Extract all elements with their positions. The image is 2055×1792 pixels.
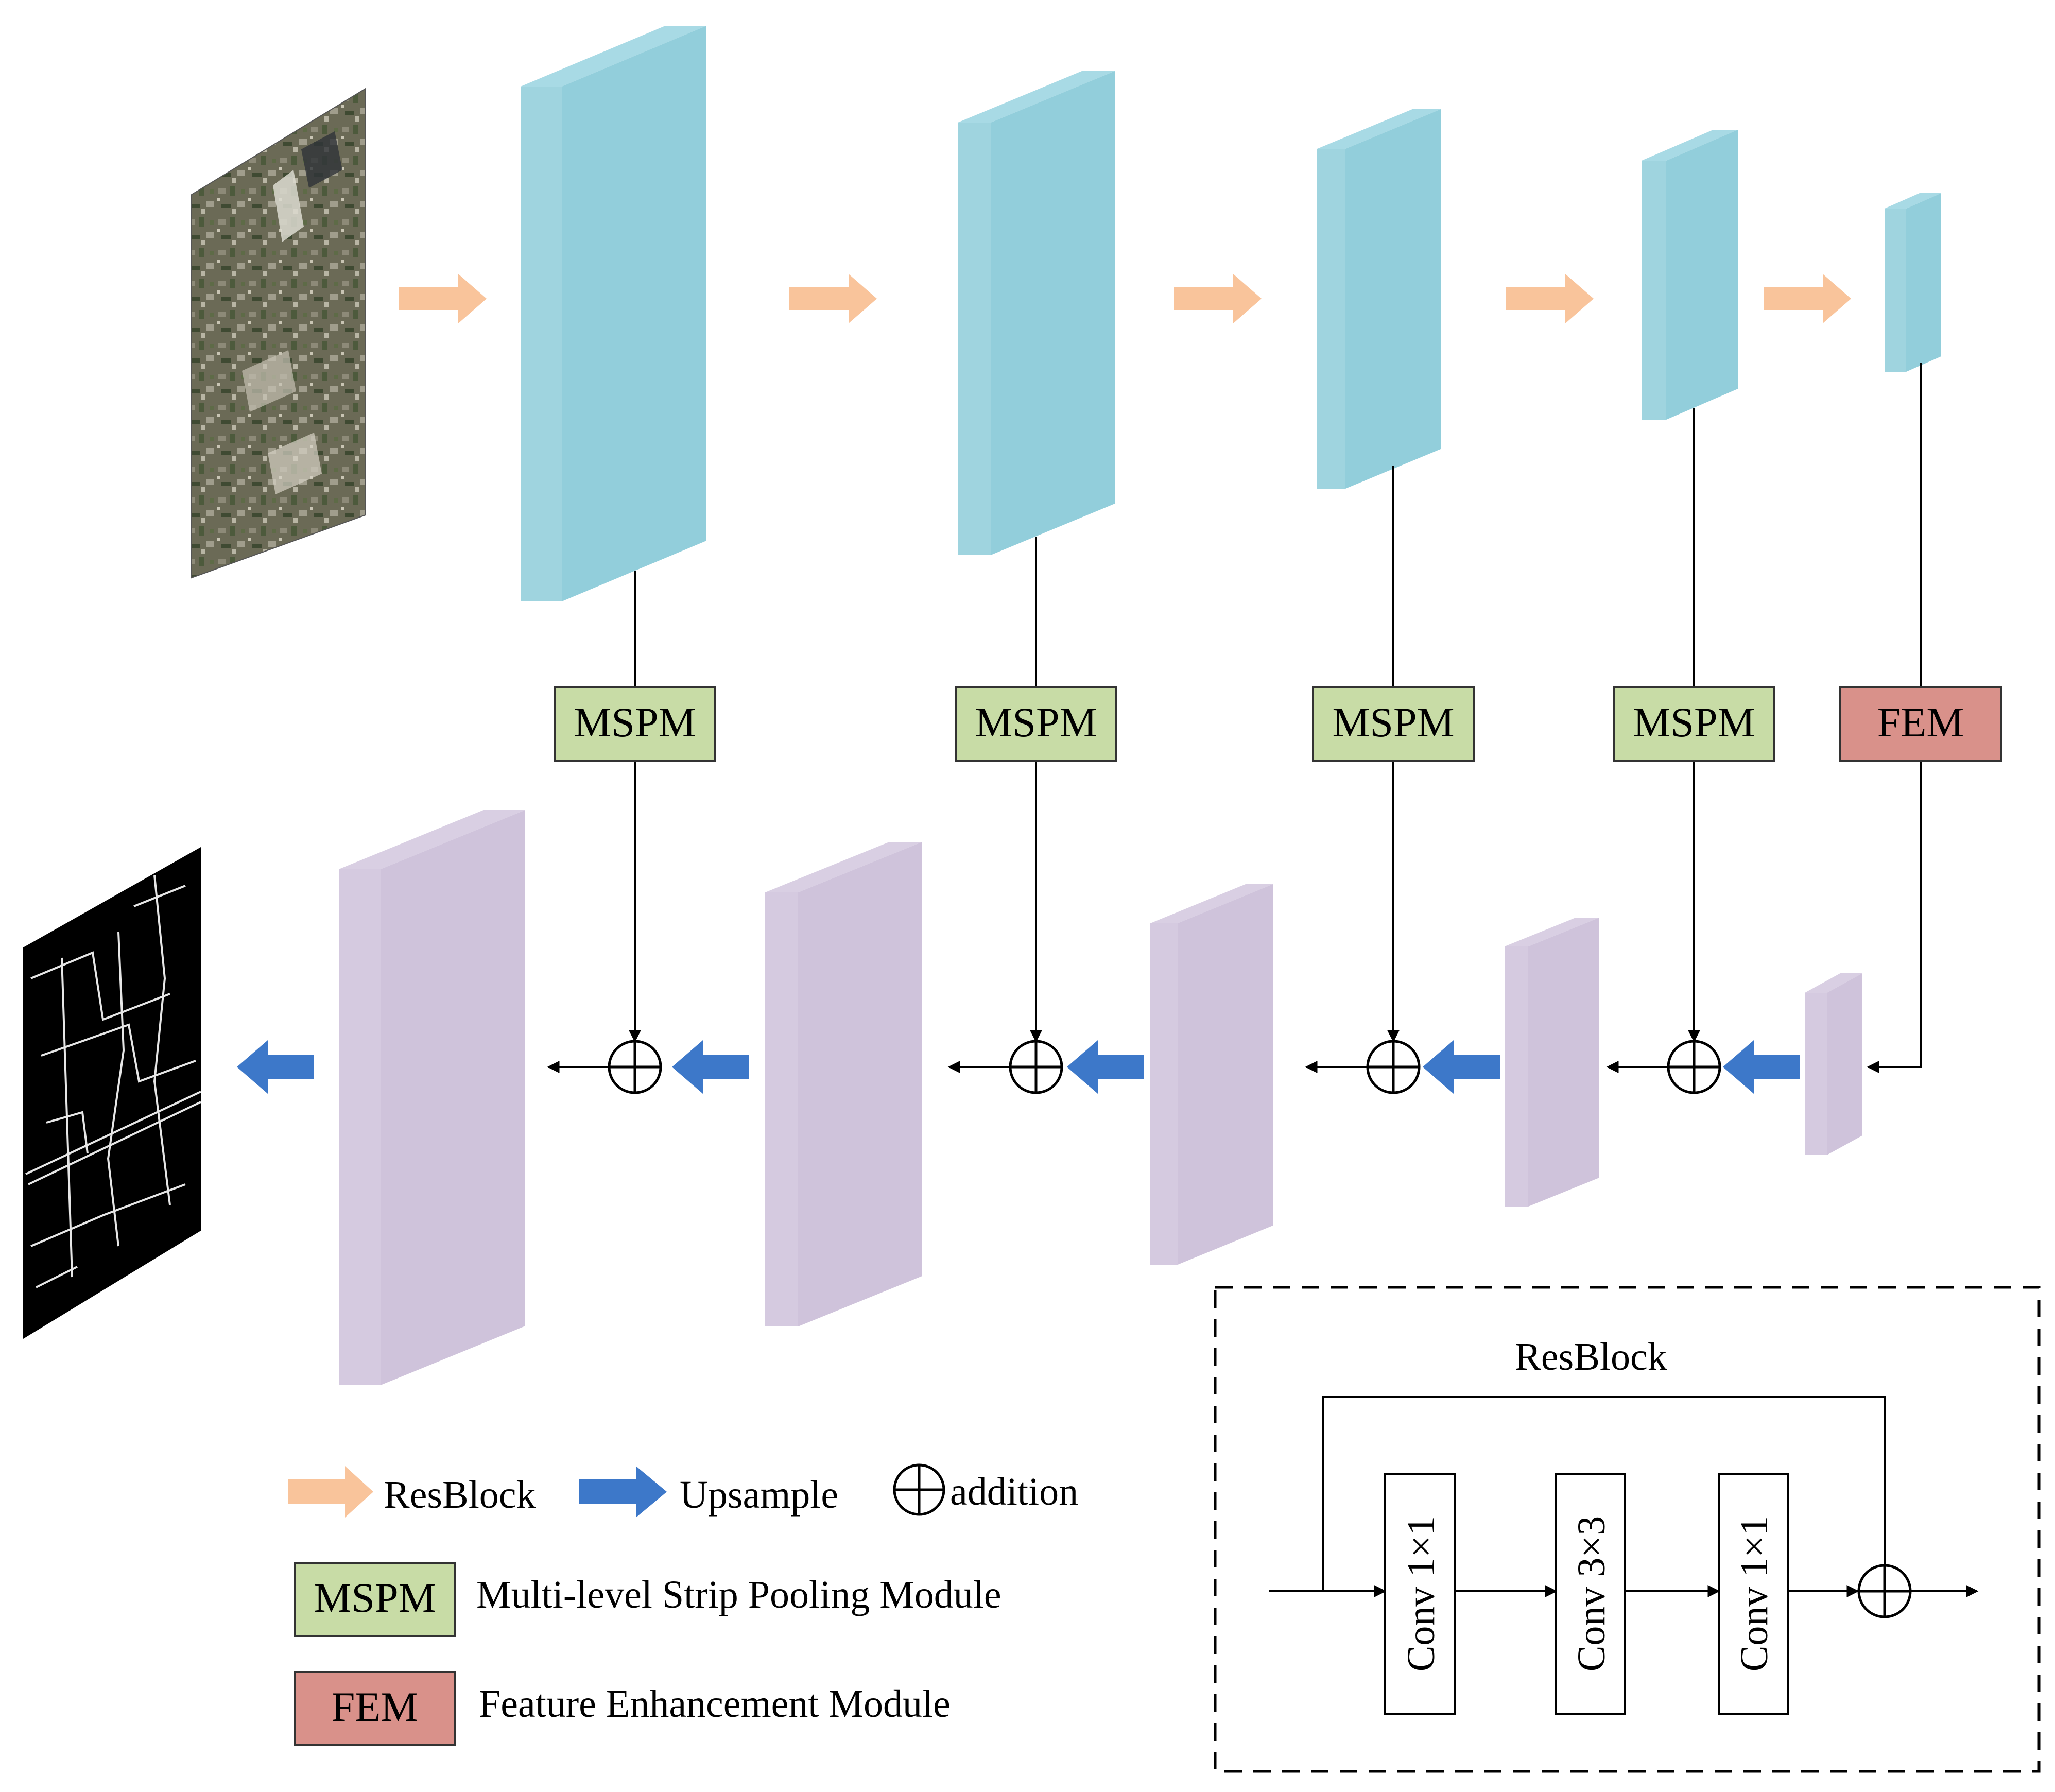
decoder-feature-map-3 [1150,884,1273,1265]
addition-nodes [608,1040,1721,1094]
legend-fem-abbr: FEM [332,1683,419,1730]
addition-icon-3 [1366,1040,1421,1094]
legend: ResBlock Upsample addition MSPM Multi-le… [288,1463,1078,1746]
input-satellite-image [191,88,366,579]
conv-box-2: Conv 3×3 [1555,1473,1626,1715]
resblock-addition-icon [1857,1564,1912,1618]
resblock-arrow-2 [789,274,877,323]
decoder-feature-map-1 [339,810,525,1385]
resblock-arrow-3 [1174,274,1262,323]
mspm-label-2: MSPM [975,699,1097,746]
encoder-feature-map-4 [1642,130,1738,420]
legend-mspm-abbr: MSPM [314,1574,436,1621]
legend-addition-label: addition [950,1470,1078,1513]
resblock-detail-title: ResBlock [1515,1335,1667,1379]
encoder-feature-map-1 [521,26,706,601]
encoder-feature-map-3 [1317,109,1441,489]
legend-mspm-full: Multi-level Strip Pooling Module [476,1573,1001,1616]
legend-mspm-box [294,1562,456,1637]
mspm-label-1: MSPM [574,699,696,746]
legend-fem-box [294,1671,456,1746]
legend-resblock-label: ResBlock [384,1473,536,1517]
resblock-arrows [399,274,1851,323]
mspm-box-4: MSPM [1613,686,1775,762]
upsample-arrow-2 [672,1040,749,1094]
conv-label-3: Conv 1×1 [1733,1516,1776,1672]
fem-box: FEM [1839,686,2002,762]
upsample-arrow-4 [1423,1040,1500,1094]
legend-upsample-label: Upsample [680,1473,838,1517]
resblock-arrow-5 [1764,274,1851,323]
mspm-box-3: MSPM [1312,686,1475,762]
mspm-box-1: MSPM [554,686,716,762]
mspm-label-3: MSPM [1332,699,1454,746]
conv-label-1: Conv 1×1 [1400,1516,1443,1672]
decoder-feature-map-4 [1505,918,1599,1207]
resblock-arrow-4 [1506,274,1594,323]
upsample-arrow-1 [237,1040,314,1094]
upsample-arrows [237,1040,1800,1094]
output-road-mask [23,847,201,1339]
resblock-arrow-1 [399,274,487,323]
fem-label: FEM [1877,699,1964,746]
encoder-feature-map-5 [1885,193,1941,372]
mspm-label-4: MSPM [1633,699,1755,746]
addition-icon-1 [608,1040,662,1094]
upsample-arrow-5 [1723,1040,1800,1094]
legend-upsample-arrow [579,1466,667,1518]
addition-icon-4 [1667,1040,1721,1094]
legend-resblock-arrow [288,1466,373,1518]
conv-box-1: Conv 1×1 [1384,1473,1456,1715]
resblock-detail: ResBlock Conv 1×1 Conv 3×3 Conv 1×1 [1214,1286,2041,1773]
encoder-feature-map-2 [958,71,1115,555]
conv-box-3: Conv 1×1 [1718,1473,1789,1715]
resblock-dashed-border [1214,1286,2041,1773]
skip-connections [629,363,1922,1073]
mspm-box-2: MSPM [955,686,1117,762]
legend-addition-icon [893,1463,945,1516]
addition-icon-2 [1009,1040,1063,1094]
upsample-arrow-3 [1067,1040,1144,1094]
legend-fem-full: Feature Enhancement Module [479,1682,951,1726]
decoder-feature-map-5 [1805,973,1862,1155]
decoder-feature-map-2 [765,842,922,1326]
conv-label-2: Conv 3×3 [1570,1516,1613,1672]
resblock-skip-connection [1322,1396,1886,1591]
